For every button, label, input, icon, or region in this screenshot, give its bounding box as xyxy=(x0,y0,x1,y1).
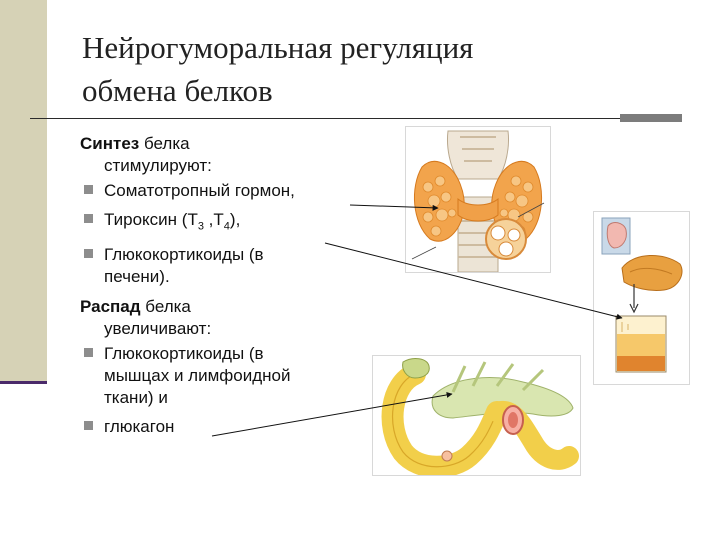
arrow-somatotropin xyxy=(349,204,439,211)
synthesis-keyword: Синтез xyxy=(80,134,140,153)
slide-title: Нейрогуморальная регуляция обмена белков xyxy=(82,26,642,112)
title-underline-accent xyxy=(620,114,682,122)
list-item: Глюкокортикоиды (в мышцах и лимфоидной т… xyxy=(80,343,380,409)
decorative-side-bar xyxy=(0,0,47,384)
breakdown-heading-rest: белка xyxy=(140,297,191,317)
breakdown-keyword: Распад xyxy=(80,297,141,317)
title-line-2: обмена белков xyxy=(82,73,273,108)
list-item: Глюкокортикоиды (в печени). xyxy=(80,244,380,288)
synthesis-heading-rest: белка xyxy=(139,134,190,153)
title-underline xyxy=(30,118,620,119)
synthesis-heading: Синтез белка стимулируют: xyxy=(80,133,380,177)
list-item: глюкагон xyxy=(80,416,380,438)
thyroid-illustration xyxy=(405,126,551,273)
title-line-1: Нейрогуморальная регуляция xyxy=(82,30,474,65)
breakdown-heading-cont: увеличивают: xyxy=(104,319,212,339)
pancreas-illustration xyxy=(372,355,581,476)
content-text: Синтез белка стимулируют: Соматотропный … xyxy=(80,133,380,438)
side-bar-divider xyxy=(0,381,47,384)
list-item: Соматотропный гормон, xyxy=(80,180,380,202)
arrow-glucagon xyxy=(211,391,453,437)
liver-pituitary-illustration xyxy=(593,211,690,385)
breakdown-heading: Распад белка увеличивают: xyxy=(80,296,380,340)
list-item: Тироксин (Т3 ,Т4), xyxy=(80,209,380,237)
synthesis-heading-cont: стимулируют: xyxy=(104,156,212,175)
arrow-glucocorticoids-liver xyxy=(324,242,623,320)
